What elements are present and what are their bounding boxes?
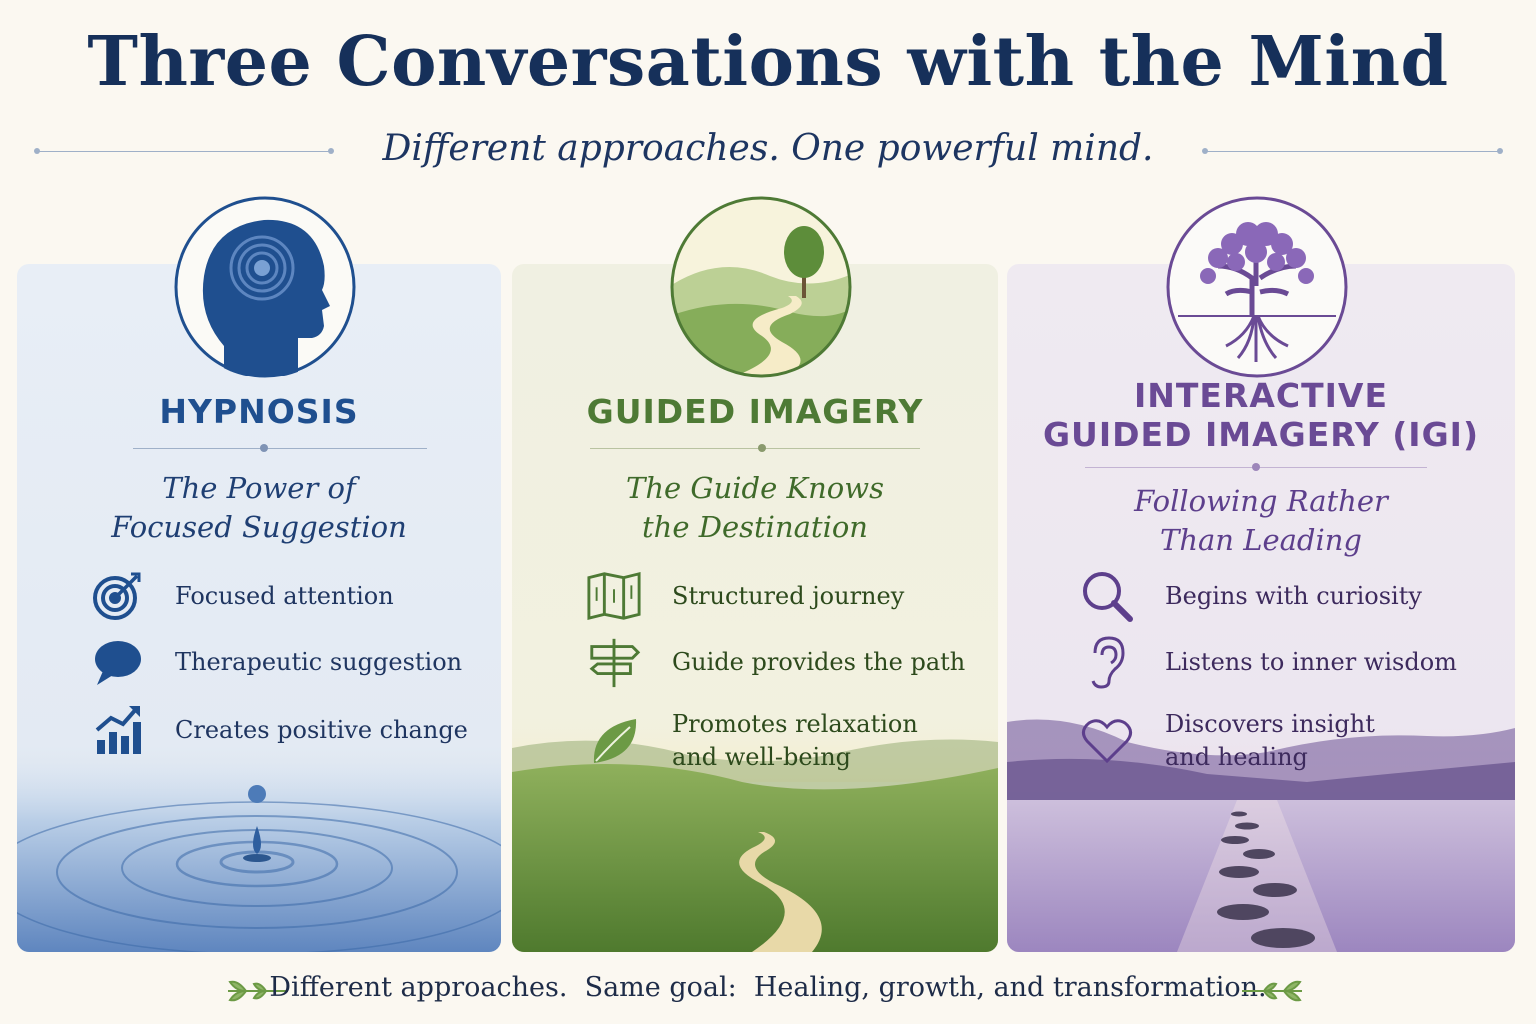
left-leaf-sprig-icon: [226, 976, 290, 1010]
ear-icon: [1079, 634, 1135, 690]
subtitle-rule-left-tip: [328, 148, 334, 154]
guided-imagery-item-2-text: Guide provides the path: [672, 647, 966, 676]
guided-imagery-item-3-line-2: and well-being: [672, 743, 852, 771]
guided-imagery-item-3-line-1: Promotes relaxation: [672, 710, 918, 738]
igi-title: INTERACTIVE GUIDED IMAGERY (IGI): [1007, 376, 1515, 454]
igi-item-1-text: Begins with curiosity: [1165, 581, 1422, 610]
subtitle-rule-left-end: [34, 148, 40, 154]
hypnosis-divider: [133, 448, 427, 449]
igi-divider-dot: [1252, 463, 1260, 471]
hypnosis-item-1: Focused attention: [89, 568, 394, 624]
hypnosis-panel: HYPNOSIS The Power of Focused Suggestion…: [17, 264, 501, 952]
igi-item-3-line-2: and healing: [1165, 743, 1308, 771]
hypnosis-title: HYPNOSIS: [159, 392, 359, 431]
igi-title-line-2: GUIDED IMAGERY (IGI): [1042, 415, 1480, 454]
guided-imagery-title: GUIDED IMAGERY: [586, 392, 924, 431]
igi-item-3-text: Discovers insight and healing: [1165, 708, 1375, 774]
magnifying-glass-icon: [1079, 568, 1135, 624]
igi-item-3: Discovers insight and healing: [1079, 708, 1375, 774]
path-and-tree-landscape-icon: [670, 196, 852, 378]
guided-imagery-item-1: Structured journey: [586, 568, 904, 624]
leaf-icon: [586, 713, 642, 769]
lake-stones-scene: [1007, 702, 1515, 952]
tree-with-roots-icon: [1166, 196, 1348, 378]
heart-icon: [1079, 713, 1135, 769]
page-title: Three Conversations with the Mind: [87, 22, 1449, 102]
hypnosis-item-2-text: Therapeutic suggestion: [175, 647, 463, 676]
guided-imagery-item-3-text: Promotes relaxation and well-being: [672, 708, 918, 774]
map-icon: [586, 568, 642, 624]
subtitle-rule-right-end: [1497, 148, 1503, 154]
water-ripple-scene: [17, 752, 501, 952]
right-leaf-sprig-icon: [1240, 976, 1304, 1010]
subtitle-rule-right-tip: [1202, 148, 1208, 154]
igi-tagline-line-1: Following Rather: [1134, 484, 1388, 518]
subtitle-rule-right: [1204, 151, 1500, 152]
hypnosis-item-1-text: Focused attention: [175, 581, 394, 610]
hypnosis-divider-dot: [260, 444, 268, 452]
guided-imagery-item-3: Promotes relaxation and well-being: [586, 708, 918, 774]
guided-imagery-tagline-line-1: The Guide Knows: [626, 471, 884, 505]
igi-item-3-line-1: Discovers insight: [1165, 710, 1375, 738]
hypnosis-item-2: Therapeutic suggestion: [89, 634, 462, 690]
signpost-icon: [586, 634, 642, 690]
speech-bubble-icon: [89, 634, 145, 690]
igi-panel: INTERACTIVE GUIDED IMAGERY (IGI) Followi…: [1007, 264, 1515, 952]
igi-item-1: Begins with curiosity: [1079, 568, 1422, 624]
guided-imagery-item-2: Guide provides the path: [586, 634, 965, 690]
green-hills-scene: [512, 712, 998, 952]
hypnosis-tagline-line-1: The Power of: [162, 471, 356, 505]
igi-tagline-line-2: Than Leading: [1160, 523, 1362, 557]
guided-imagery-item-1-text: Structured journey: [672, 581, 905, 610]
hypnosis-tagline-line-2: Focused Suggestion: [111, 510, 407, 544]
igi-item-2-text: Listens to inner wisdom: [1165, 647, 1457, 676]
guided-imagery-divider-dot: [758, 444, 766, 452]
igi-item-2: Listens to inner wisdom: [1079, 634, 1457, 690]
target-icon: [89, 568, 145, 624]
guided-imagery-tagline-line-2: the Destination: [642, 510, 868, 544]
head-with-concentric-circles-icon: [174, 196, 356, 378]
page-subtitle: Different approaches. One powerful mind.: [382, 128, 1154, 169]
subtitle-rule-left: [36, 151, 332, 152]
guided-imagery-panel: GUIDED IMAGERY The Guide Knows the Desti…: [512, 264, 998, 952]
hypnosis-tagline: The Power of Focused Suggestion: [17, 469, 501, 547]
hypnosis-item-3: Creates positive change: [89, 702, 468, 758]
footer-text: Different approaches. Same goal: Healing…: [269, 972, 1267, 1003]
growth-chart-icon: [89, 702, 145, 758]
igi-title-line-1: INTERACTIVE: [1134, 376, 1388, 415]
guided-imagery-divider: [590, 448, 920, 449]
hypnosis-item-3-text: Creates positive change: [175, 715, 468, 744]
igi-tagline: Following Rather Than Leading: [1007, 482, 1515, 560]
guided-imagery-tagline: The Guide Knows the Destination: [512, 469, 998, 547]
subtitle-row: Different approaches. One powerful mind.: [0, 126, 1536, 178]
